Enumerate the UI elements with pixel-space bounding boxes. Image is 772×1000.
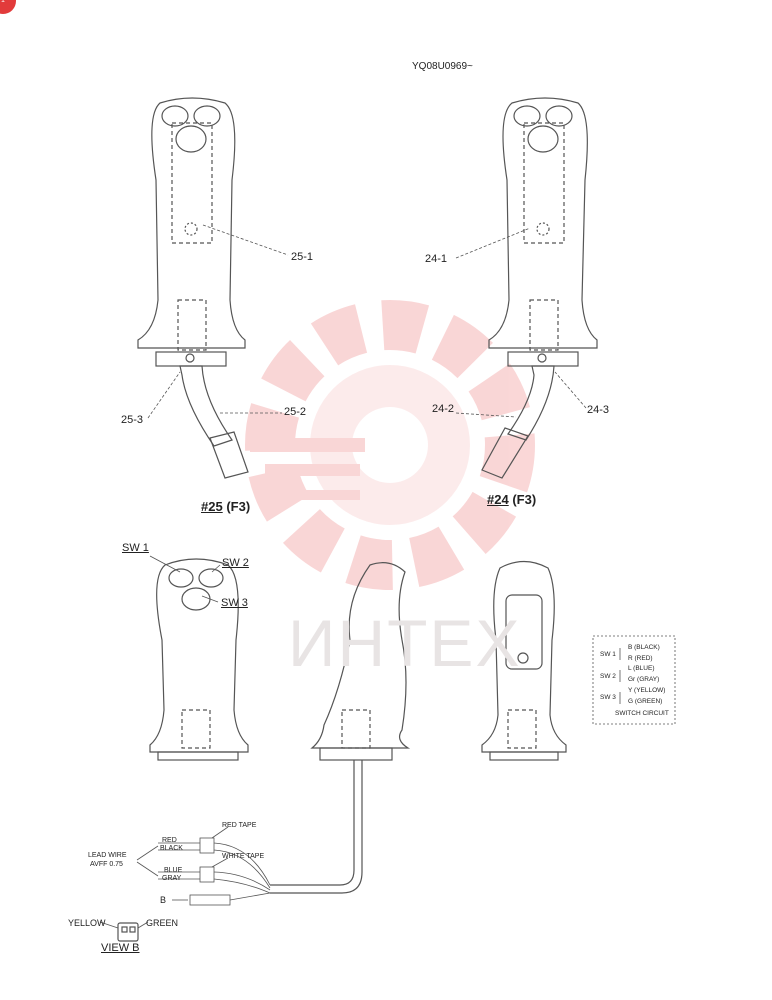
callout-25-3: 25-3	[121, 414, 144, 426]
switch-label-1: SW 1	[122, 542, 149, 554]
callout-25-2: 25-2	[284, 406, 307, 418]
callout-24-3: 24-3	[587, 404, 610, 416]
view-b-connector	[99, 921, 149, 942]
view-b-yellow: YELLOW	[68, 918, 106, 928]
wire-label-gray: GRAY	[162, 875, 182, 882]
circuit-group-label-sw3: SW 3	[600, 694, 616, 701]
circuit-wire-red: R (RED)	[628, 655, 653, 662]
switch-label-2: SW 2	[222, 557, 249, 569]
circuit-wire-gray: Gr (GRAY)	[628, 676, 660, 683]
circuit-group-label-sw1: SW 1	[600, 651, 616, 658]
lead-wire-spec: AVFF 0.75	[90, 861, 123, 868]
handle-25	[137, 97, 249, 479]
wiring-harness	[136, 826, 271, 906]
circuit-wire-blue: L (BLUE)	[628, 665, 655, 672]
assembly-number-24: #24	[487, 492, 509, 507]
side-view	[270, 562, 411, 894]
assembly-suffix-24: (F3)	[512, 492, 537, 507]
callout-24-2: 24-2	[432, 403, 455, 415]
callout-25-1: 25-1	[291, 251, 314, 263]
circuit-wire-black: B (BLACK)	[628, 644, 660, 651]
view-b-green: GREEN	[146, 918, 179, 928]
assembly-title-25: #25 (F3)	[201, 499, 250, 514]
front-view	[149, 555, 249, 761]
view-b-title: VIEW B	[101, 942, 140, 954]
switch-circuit-box	[592, 635, 676, 725]
circuit-group-label-sw2: SW 2	[600, 673, 616, 680]
circuit-wire-green: G (GREEN)	[628, 698, 663, 705]
wire-label-black: BLACK	[160, 845, 183, 852]
assembly-number-25: #25	[201, 499, 223, 514]
red-tape-label: RED TAPE	[222, 822, 257, 829]
handle-24	[481, 97, 598, 479]
switch-label-3: SW 3	[221, 597, 248, 609]
document-code: YQ08U0969~	[412, 61, 473, 72]
wire-label-blue: BLUE	[164, 867, 183, 874]
watermark-gear	[245, 300, 535, 590]
view-b-marker: B	[160, 895, 167, 905]
watermark-text: ИНТЕХ	[288, 606, 522, 680]
wire-label-red: RED	[162, 837, 177, 844]
callout-24-1: 24-1	[425, 253, 448, 265]
assembly-title-24: #24 (F3)	[487, 492, 536, 507]
leader-lines	[147, 224, 587, 419]
circuit-wire-yellow: Y (YELLOW)	[628, 687, 666, 694]
white-tape-label: WHITE TAPE	[222, 853, 265, 860]
assembly-suffix-25: (F3)	[226, 499, 251, 514]
back-view	[481, 560, 567, 761]
circuit-title: SWITCH CIRCUIT	[615, 710, 669, 717]
lead-wire-label: LEAD WIRE	[88, 852, 127, 859]
